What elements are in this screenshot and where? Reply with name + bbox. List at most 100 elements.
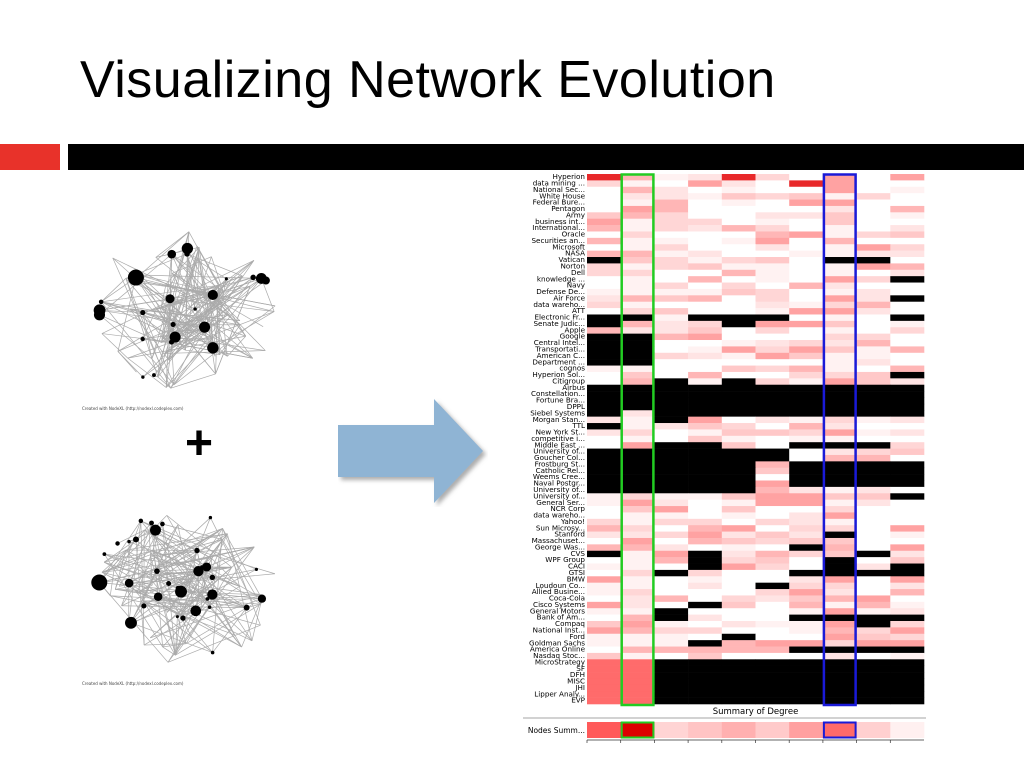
- heatmap-cell: [688, 550, 723, 558]
- graph-before-edge: [99, 314, 162, 343]
- heatmap-cell: [890, 589, 925, 596]
- heatmap-cell: [890, 269, 925, 277]
- graph-before-node: [170, 321, 176, 328]
- graph-after-edge: [99, 546, 255, 583]
- graph-after-node: [127, 539, 131, 544]
- row-label: Transportati...: [534, 345, 585, 354]
- heatmap-cell: [688, 391, 723, 398]
- heatmap-cell: [822, 620, 857, 628]
- row-label: GTSI: [569, 568, 585, 577]
- row-label: Yahoo!: [560, 517, 585, 526]
- heatmap-cell: [688, 697, 723, 705]
- graph-after-edge: [101, 550, 154, 573]
- graph-before-edge: [215, 285, 219, 374]
- heatmap-cell: [688, 212, 723, 219]
- heatmap-cell: [755, 416, 790, 424]
- heatmap-cell: [789, 454, 824, 462]
- heatmap-cell: [654, 212, 689, 219]
- heatmap-cell: [856, 295, 891, 303]
- graph-before-node: [140, 336, 145, 342]
- heatmap-cell: [856, 684, 891, 692]
- heatmap-cell: [688, 499, 723, 507]
- heatmap-cell: [654, 589, 689, 596]
- heatmap-cell: [822, 327, 857, 334]
- graph-after-nodes: [91, 515, 267, 655]
- heatmap-cell: [755, 301, 790, 309]
- heatmap-cell: [755, 359, 790, 366]
- heatmap-cell: [822, 237, 857, 245]
- heatmap-cell: [789, 231, 824, 239]
- heatmap-cell: [755, 672, 790, 679]
- heatmap-cell: [688, 557, 723, 564]
- heatmap-cell: [587, 691, 621, 698]
- heatmap-cell: [620, 218, 655, 226]
- heatmap-cell: [789, 665, 824, 673]
- row-label: data wareho...: [533, 300, 585, 309]
- heatmap-cell: [890, 525, 925, 532]
- heatmap-cell: [654, 646, 689, 654]
- heatmap-cell: [721, 652, 756, 660]
- graph-after-edge: [104, 553, 203, 568]
- heatmap-cell: [755, 665, 790, 673]
- graph-before-edge: [186, 253, 227, 280]
- graph-before-edge: [192, 256, 212, 312]
- heatmap-cell: [789, 569, 824, 577]
- heatmap-cell: [587, 467, 621, 475]
- graph-before-edge: [161, 245, 198, 343]
- graph-before-edge: [173, 278, 262, 385]
- heatmap-cell: [856, 557, 891, 564]
- graph-after-edge: [175, 616, 178, 656]
- heatmap-cell: [620, 684, 655, 692]
- heatmap-cell: [822, 684, 857, 692]
- heatmap-cell: [822, 429, 857, 437]
- heatmap-cell: [620, 244, 655, 251]
- heatmap-cell: [890, 257, 925, 264]
- heatmap-cell: [587, 205, 621, 213]
- heatmap-cell: [890, 237, 925, 245]
- heatmap-cell: [822, 614, 857, 622]
- heatmap-cell: [721, 257, 756, 264]
- graph-before-node: [250, 274, 256, 281]
- heatmap-cell: [587, 620, 621, 628]
- heatmap-cell: [654, 486, 689, 494]
- graph-before-edge: [139, 231, 190, 276]
- heatmap-cell: [755, 678, 790, 686]
- graph-before-edge: [165, 254, 173, 388]
- heatmap-cell: [755, 499, 790, 507]
- heatmap-cell: [890, 480, 925, 488]
- heatmap-cell: [856, 467, 891, 475]
- graph-before-edge: [101, 333, 128, 359]
- heatmap-cell: [755, 333, 790, 341]
- heatmap-cell: [620, 544, 655, 552]
- heatmap-cell: [890, 620, 925, 628]
- heatmap-cell: [688, 314, 723, 322]
- heatmap-cell: [688, 512, 723, 520]
- heatmap-cell: [587, 589, 621, 596]
- summary-cell: [890, 722, 925, 738]
- graph-after-edge: [101, 571, 153, 586]
- heatmap-cell: [721, 212, 756, 219]
- heatmap-cell: [890, 499, 925, 507]
- row-label: White House: [539, 191, 585, 200]
- year-label: 2007: [830, 743, 849, 744]
- graph-after-node: [175, 585, 187, 598]
- heatmap-cell: [822, 269, 857, 277]
- heatmap-cell: [587, 416, 621, 424]
- heatmap-cell: [755, 327, 790, 334]
- heatmap-cell: [654, 506, 689, 513]
- heatmap-cell: [587, 557, 621, 564]
- row-label: Microsoft: [552, 242, 585, 251]
- heatmap-cell: [688, 199, 723, 207]
- heatmap-cell: [755, 423, 790, 430]
- graph-after-edge: [201, 566, 235, 635]
- heatmap-cell: [721, 391, 756, 398]
- heatmap-cell: [789, 614, 824, 622]
- heatmap-cell: [822, 352, 857, 360]
- heatmap-cell: [587, 263, 621, 271]
- heatmap-cell: [654, 250, 689, 258]
- graph-after-node: [209, 574, 216, 581]
- heatmap-cell: [890, 314, 925, 322]
- heatmap-cell: [688, 269, 723, 277]
- heatmap-cell: [721, 410, 756, 417]
- heatmap-cell: [654, 276, 689, 283]
